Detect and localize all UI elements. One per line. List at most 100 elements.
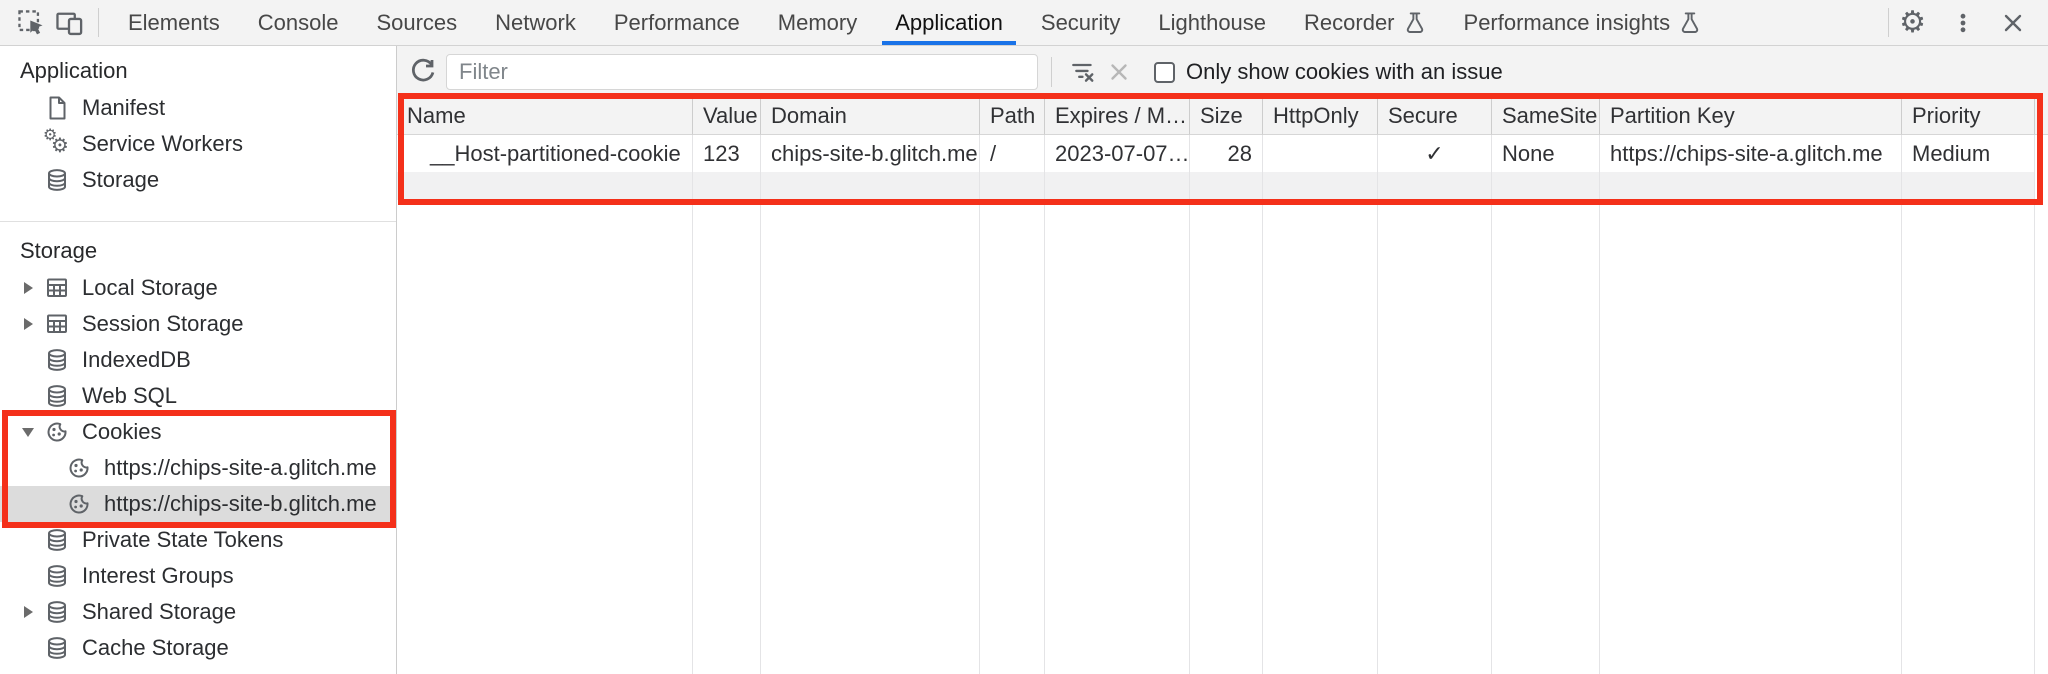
tab-sources[interactable]: Sources bbox=[376, 9, 458, 35]
chevron-down-icon[interactable] bbox=[22, 427, 34, 437]
chevron-right-icon[interactable] bbox=[23, 282, 33, 294]
tab-performance-insights[interactable]: Performance insights bbox=[1445, 0, 1721, 45]
cell-size[interactable]: 28 bbox=[1190, 135, 1263, 172]
column-header-domain[interactable]: Domain bbox=[761, 98, 980, 135]
panel-tabs: Elements Console Sources Network Perform… bbox=[109, 0, 1720, 45]
cell-httponly[interactable] bbox=[1263, 135, 1378, 172]
database-icon bbox=[44, 599, 70, 625]
tab-network[interactable]: Network bbox=[495, 9, 576, 35]
sidebar-item-label: Manifest bbox=[82, 95, 166, 120]
sidebar-item-label: https://chips-site-a.glitch.me bbox=[104, 455, 377, 480]
column-header-partition-key[interactable]: Partition Key bbox=[1600, 98, 1902, 135]
sidebar-item-label: Shared Storage bbox=[82, 599, 237, 624]
tab-security[interactable]: Security bbox=[1040, 9, 1121, 35]
chevron-right-icon[interactable] bbox=[23, 318, 33, 330]
sidebar-item-label: https://chips-site-b.glitch.me bbox=[104, 491, 377, 516]
table-grid-icon bbox=[44, 275, 70, 301]
database-icon bbox=[44, 347, 70, 373]
sidebar-item-local-storage[interactable]: Local Storage bbox=[0, 270, 396, 306]
sidebar-item-storage[interactable]: Storage bbox=[0, 162, 396, 198]
sidebar-item-service-workers[interactable]: ⚙⚙ Service Workers bbox=[0, 126, 396, 162]
clear-selection-icon[interactable] bbox=[1101, 54, 1137, 90]
settings-gear-icon[interactable]: ⚙ bbox=[1899, 4, 1926, 40]
sidebar-item-interest-groups[interactable]: Interest Groups bbox=[0, 558, 396, 594]
sidebar-section-title: Storage bbox=[20, 238, 98, 263]
cell-name[interactable]: __Host-partitioned-cookie bbox=[397, 135, 693, 172]
toolbar-separator bbox=[1888, 8, 1890, 37]
sidebar-item-label: Session Storage bbox=[82, 311, 244, 336]
database-icon bbox=[44, 635, 70, 661]
cookies-toolbar: Only show cookies with an issue bbox=[397, 46, 2048, 98]
table-grid-icon bbox=[44, 311, 70, 337]
service-workers-icon: ⚙⚙ bbox=[43, 125, 69, 157]
column-header-samesite[interactable]: SameSite bbox=[1492, 98, 1600, 135]
filler-cell bbox=[980, 172, 1045, 200]
sidebar-item-manifest[interactable]: Manifest bbox=[0, 90, 396, 126]
chevron-right-icon[interactable] bbox=[23, 606, 33, 618]
sidebar-item-label: Web SQL bbox=[82, 383, 177, 408]
cookie-table: Name Value Domain Path Expires / M… Size… bbox=[397, 98, 2048, 674]
cell-value[interactable]: 123 bbox=[693, 135, 761, 172]
flask-icon bbox=[1679, 11, 1701, 35]
column-header-name[interactable]: Name bbox=[397, 98, 693, 135]
sidebar-item-private-state-tokens[interactable]: Private State Tokens bbox=[0, 522, 396, 558]
cell-expires[interactable]: 2023-07-07… bbox=[1045, 135, 1190, 172]
cookie-icon bbox=[66, 491, 92, 517]
column-header-expires[interactable]: Expires / M… bbox=[1045, 98, 1190, 135]
sidebar-item-session-storage[interactable]: Session Storage bbox=[0, 306, 396, 342]
tab-elements[interactable]: Elements bbox=[128, 9, 220, 35]
column-header-secure[interactable]: Secure bbox=[1378, 98, 1492, 135]
tab-application[interactable]: Application bbox=[876, 0, 1022, 45]
sidebar-divider bbox=[0, 221, 396, 222]
grid-column-background bbox=[2035, 200, 2048, 674]
column-header-priority[interactable]: Priority bbox=[1902, 98, 2035, 135]
issue-filter-label: Only show cookies with an issue bbox=[1186, 59, 1503, 84]
filter-input[interactable] bbox=[446, 54, 1038, 90]
sidebar-item-shared-storage[interactable]: Shared Storage bbox=[0, 594, 396, 630]
filler-cell bbox=[1045, 172, 1190, 200]
column-header-value[interactable]: Value bbox=[693, 98, 761, 135]
sidebar-item-cookies[interactable]: Cookies bbox=[0, 414, 396, 450]
flask-icon bbox=[1404, 11, 1426, 35]
tab-lighthouse[interactable]: Lighthouse bbox=[1158, 9, 1267, 35]
column-header-path[interactable]: Path bbox=[980, 98, 1045, 135]
sidebar-item-label: Storage bbox=[82, 167, 160, 192]
tab-recorder[interactable]: Recorder bbox=[1285, 0, 1444, 45]
refresh-icon[interactable] bbox=[405, 54, 441, 90]
more-options-icon[interactable] bbox=[1950, 10, 1976, 36]
tab-memory[interactable]: Memory bbox=[777, 9, 858, 35]
cell-domain[interactable]: chips-site-b.glitch.me bbox=[761, 135, 980, 172]
sidebar-item-label: Interest Groups bbox=[82, 563, 234, 588]
inspect-element-icon[interactable] bbox=[12, 0, 50, 45]
sidebar-item-cookie-origin-b[interactable]: https://chips-site-b.glitch.me bbox=[0, 486, 396, 522]
devtools-toolbar: Elements Console Sources Network Perform… bbox=[0, 0, 2048, 46]
sidebar-item-label: Local Storage bbox=[82, 275, 218, 300]
filler-cell bbox=[1263, 172, 1378, 200]
tab-performance[interactable]: Performance bbox=[613, 9, 740, 35]
sidebar-item-cookie-origin-a[interactable]: https://chips-site-a.glitch.me bbox=[0, 450, 396, 486]
tab-console[interactable]: Console bbox=[257, 9, 339, 35]
cell-priority[interactable]: Medium bbox=[1902, 135, 2035, 172]
grid-column-background bbox=[1190, 200, 1263, 674]
sidebar-item-label: Cache Storage bbox=[82, 635, 229, 660]
sidebar-item-label: IndexedDB bbox=[82, 347, 191, 372]
column-header-httponly[interactable]: HttpOnly bbox=[1263, 98, 1378, 135]
cookie-icon bbox=[66, 455, 92, 481]
sidebar-item-cache-storage[interactable]: Cache Storage bbox=[0, 630, 396, 666]
clear-filter-icon[interactable] bbox=[1065, 54, 1101, 90]
cell-partition-key[interactable]: https://chips-site-a.glitch.me bbox=[1600, 135, 1902, 172]
issue-filter-checkbox[interactable] bbox=[1154, 61, 1175, 83]
close-icon[interactable] bbox=[2000, 10, 2026, 36]
database-icon bbox=[44, 383, 70, 409]
cookies-panel: Only show cookies with an issue Name Val… bbox=[397, 46, 2048, 674]
column-header-size[interactable]: Size bbox=[1190, 98, 1263, 135]
application-sidebar: Application Manifest ⚙⚙ Service Workers bbox=[0, 46, 397, 674]
cell-secure-checkmark[interactable]: ✓ bbox=[1378, 135, 1492, 172]
cell-samesite[interactable]: None bbox=[1492, 135, 1600, 172]
cell-path[interactable]: / bbox=[980, 135, 1045, 172]
device-toolbar-icon[interactable] bbox=[50, 0, 88, 45]
grid-column-background bbox=[1045, 200, 1190, 674]
sidebar-item-web-sql[interactable]: Web SQL bbox=[0, 378, 396, 414]
sidebar-item-indexeddb[interactable]: IndexedDB bbox=[0, 342, 396, 378]
grid-column-background bbox=[1492, 200, 1600, 674]
